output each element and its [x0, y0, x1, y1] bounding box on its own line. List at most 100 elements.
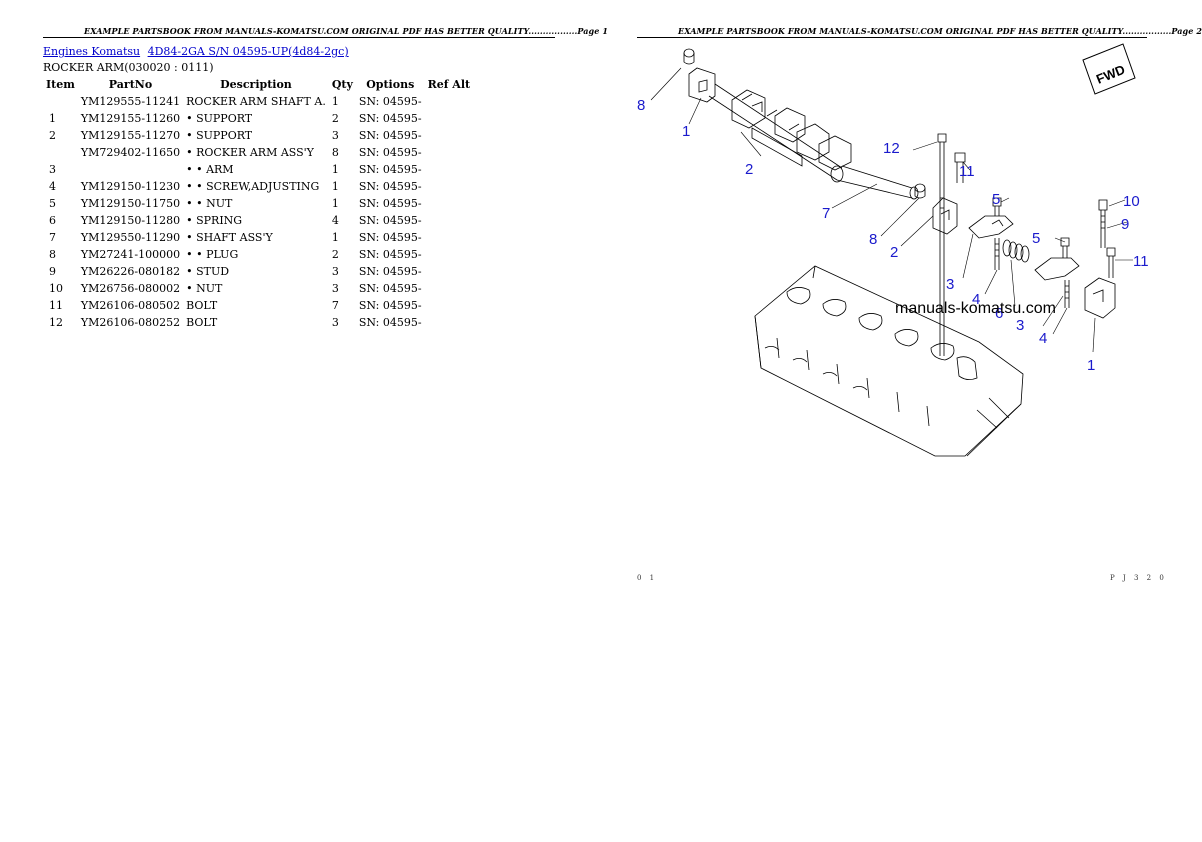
cell-qty: 1: [331, 231, 339, 244]
callout-11-a: 11: [959, 163, 975, 180]
cell-options: SN: 04595-: [358, 316, 422, 329]
callout-3-b: 3: [1016, 317, 1024, 334]
cell-partno: YM129150-11230: [80, 180, 181, 193]
bolt-11-drawing: [954, 152, 966, 183]
cell-item: 4: [49, 180, 56, 193]
cell-item: 5: [49, 197, 56, 210]
col-header-description: Description: [220, 78, 292, 91]
cell-qty: 1: [331, 197, 339, 210]
cell-ref-alt: [425, 161, 474, 178]
cell-options: SN: 04595-: [358, 265, 422, 278]
cell-options: SN: 04595-: [358, 129, 422, 142]
cell-options: SN: 04595-: [358, 248, 422, 261]
cell-item: 3: [49, 163, 56, 176]
cell-qty: 1: [331, 180, 339, 193]
cell-qty: 1: [331, 163, 339, 176]
fwd-arrow-icon: FWD: [1082, 43, 1136, 95]
cell-qty: 2: [331, 112, 339, 125]
header-rule-left: [43, 37, 555, 38]
cell-description: • • ARM: [186, 163, 234, 176]
cell-description: • • PLUG: [186, 248, 239, 261]
cell-description: • • SCREW,ADJUSTING: [186, 180, 320, 193]
col-header-options: Options: [366, 78, 415, 91]
cell-item: 10: [49, 282, 63, 295]
cell-options: SN: 04595-: [358, 95, 422, 108]
cell-item: 9: [49, 265, 56, 278]
footer-right-code: P J 3 2 0: [1110, 574, 1167, 582]
callout-2-b: 2: [890, 244, 898, 261]
callout-5-a: 5: [992, 191, 1000, 208]
page-1-header: EXAMPLE PARTSBOOK FROM MANUALS-KOMATSU.C…: [84, 26, 608, 36]
cell-description: • NUT: [186, 282, 223, 295]
cell-partno: YM129550-11290: [80, 231, 181, 244]
cell-partno: YM129155-11260: [80, 112, 181, 125]
shaft-drawing: [836, 165, 919, 200]
cell-item: 1: [49, 112, 56, 125]
callout-7: 7: [822, 205, 830, 222]
cell-qty: 2: [331, 248, 339, 261]
cell-options: SN: 04595-: [358, 299, 422, 312]
cell-qty: 3: [331, 265, 339, 278]
cell-ref-alt: [425, 93, 474, 110]
cell-options: SN: 04595-: [358, 180, 422, 193]
cell-partno: YM26106-080502: [80, 299, 181, 312]
cell-description: • SPRING: [186, 214, 243, 227]
cell-options: SN: 04595-: [358, 163, 422, 176]
callout-labels: 8 1 2 7 12 11 8 2 5 3 4 6 5 3 4 10 9 11 …: [637, 97, 1149, 374]
table-row: YM129555-11241 ROCKER ARM SHAFT A. 1 SN: 04…: [43, 93, 473, 110]
cylinder-head-drawing: [754, 265, 1024, 457]
rocker-shaft-assembly-drawing: [688, 67, 852, 183]
callout-1-b: 1: [1087, 357, 1095, 374]
cell-ref-alt: [425, 297, 474, 314]
callout-2-a: 2: [745, 161, 753, 178]
cell-qty: 8: [331, 146, 339, 159]
spring-drawing: [1002, 239, 1030, 263]
model-link[interactable]: 4D84-2GA S/N 04595-UP(4d84-2gc): [147, 45, 349, 58]
cell-ref-alt: [425, 178, 474, 195]
cell-partno: YM129150-11750: [80, 197, 181, 210]
cell-partno: YM129150-11280: [80, 214, 181, 227]
cell-ref-alt: [425, 229, 474, 246]
cell-item: [43, 93, 78, 110]
table-row: 4 YM129150-11230 • • SCREW,ADJUSTING 1 SN: 0…: [43, 178, 473, 195]
cell-options: SN: 04595-: [358, 146, 422, 159]
cell-ref-alt: [425, 212, 474, 229]
cell-description: • SHAFT ASS'Y: [186, 231, 273, 244]
col-header-ref-alt: Ref Alt: [427, 78, 471, 91]
cell-ref-alt: [425, 144, 474, 161]
callout-9: 9: [1121, 216, 1129, 233]
cell-item: 6: [49, 214, 56, 227]
cell-item: 7: [49, 231, 56, 244]
cell-partno: YM129555-11241: [80, 95, 181, 108]
cell-description: BOLT: [186, 316, 218, 329]
table-row: 3 • • ARM 1 SN: 04595-: [43, 161, 473, 178]
cell-options: SN: 04595-: [358, 197, 422, 210]
cell-partno: YM26106-080252: [80, 316, 181, 329]
cell-options: SN: 04595-: [358, 231, 422, 244]
support-drawing: [932, 197, 958, 235]
cell-description: ROCKER ARM SHAFT A.: [186, 95, 326, 108]
table-row: YM729402-11650 • ROCKER ARM ASS'Y 8 SN: 045…: [43, 144, 473, 161]
watermark-text: manuals-komatsu.com: [895, 300, 1056, 317]
cell-description: BOLT: [186, 299, 218, 312]
table-row: 7 YM129550-11290 • SHAFT ASS'Y 1 SN: 04595-: [43, 229, 473, 246]
cell-ref-alt: [425, 195, 474, 212]
table-row: 6 YM129150-11280 • SPRING 4 SN: 04595-: [43, 212, 473, 229]
cell-options: SN: 04595-: [358, 214, 422, 227]
cell-item: 11: [49, 299, 63, 312]
engines-komatsu-link[interactable]: Engines Komatsu: [43, 45, 141, 58]
cell-qty: 1: [331, 95, 339, 108]
cell-description: • ROCKER ARM ASS'Y: [186, 146, 314, 159]
col-header-partno: PartNo: [108, 78, 153, 91]
cell-ref-alt: [425, 127, 474, 144]
callout-8-a: 8: [637, 97, 645, 114]
cell-partno: [78, 161, 183, 178]
cell-qty: 4: [331, 214, 339, 227]
cell-partno: YM729402-11650: [80, 146, 181, 159]
breadcrumb: Engines Komatsu 4D84-2GA S/N 04595-UP(4d…: [43, 45, 353, 58]
